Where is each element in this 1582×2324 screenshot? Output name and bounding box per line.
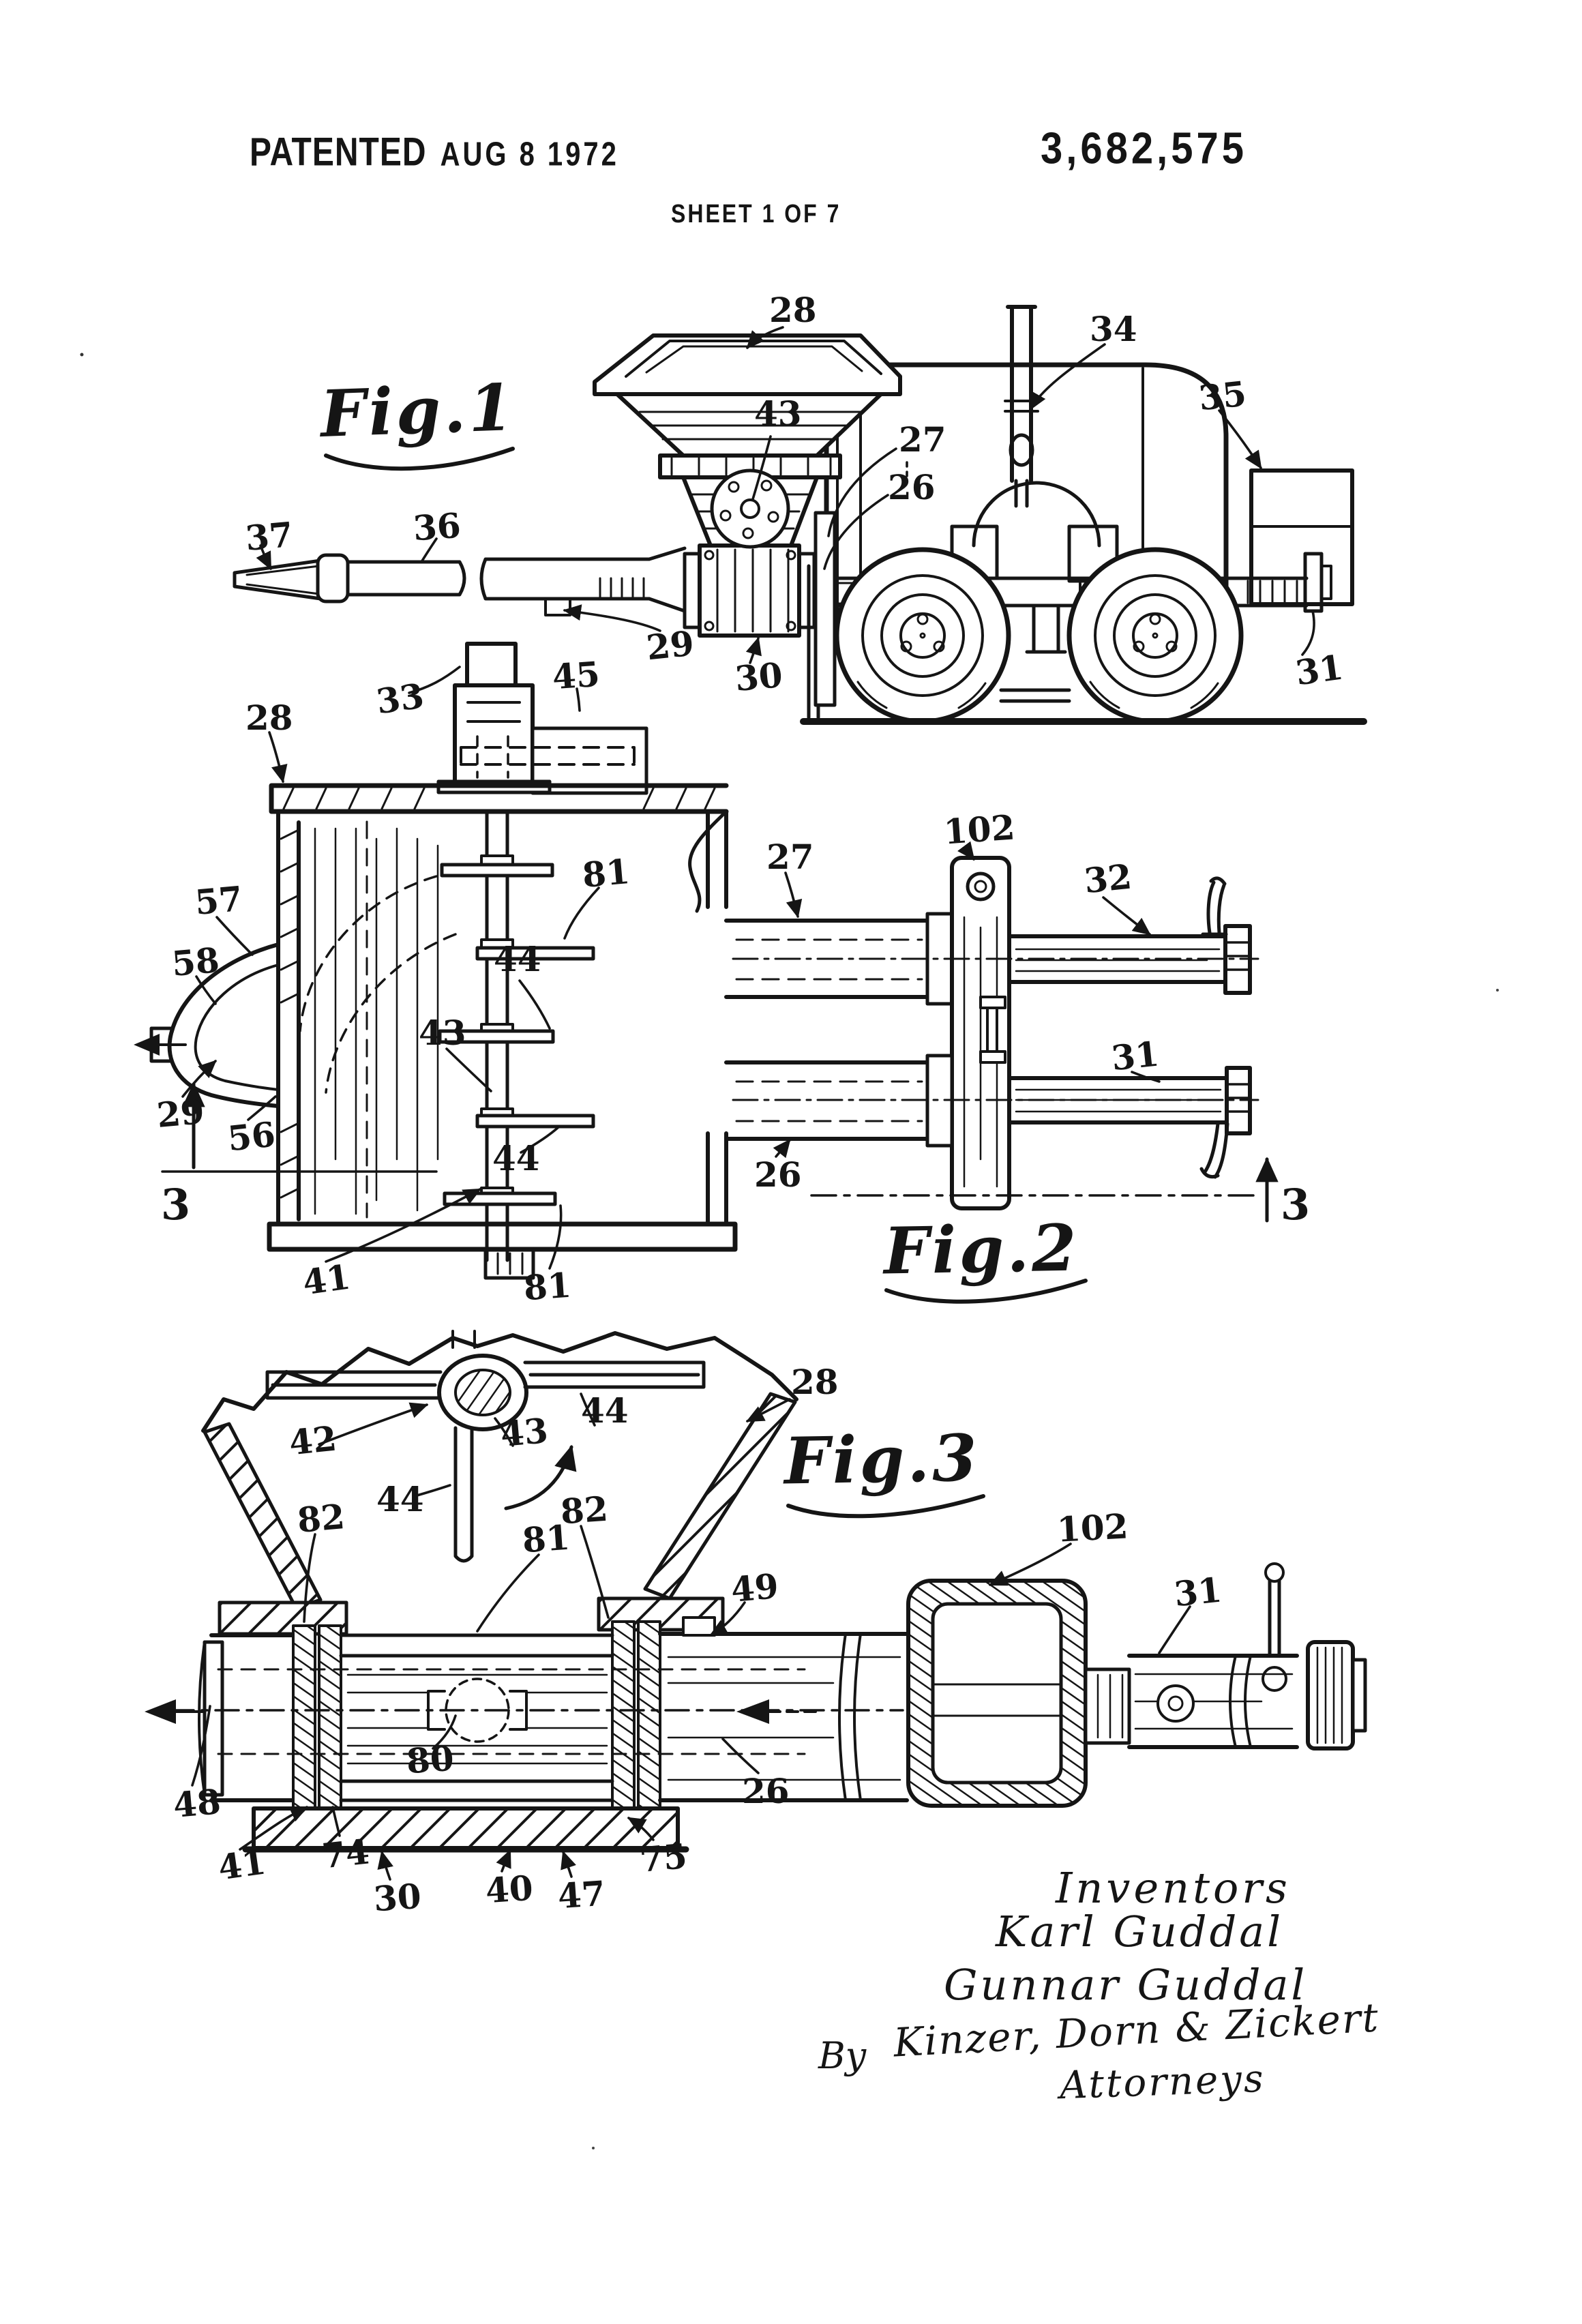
ref-label-fig3-47: 47 (556, 1873, 607, 1917)
ref-label-fig1-30: 30 (733, 655, 784, 699)
ref-label-fig2-44: 44 (494, 939, 541, 979)
ref-label-fig2-3: 3 (161, 1180, 191, 1230)
ref-label-fig3-80: 80 (404, 1738, 456, 1782)
ref-label-fig2-81: 81 (580, 851, 631, 895)
ref-label-fig2-29: 29 (155, 1091, 206, 1135)
patent-number: 3,682,575 (1041, 123, 1248, 173)
ref-label-fig2-57: 57 (193, 878, 244, 923)
ref-label-fig2-56: 56 (226, 1114, 278, 1159)
ref-label-fig3-42: 42 (287, 1418, 339, 1463)
ref-label-fig2-31: 31 (1109, 1033, 1161, 1079)
ref-label-fig2-3: 3 (1281, 1180, 1311, 1230)
by-label: By (818, 2034, 867, 2077)
ref-label-fig3-40: 40 (483, 1867, 535, 1911)
ref-label-fig3-81: 81 (520, 1517, 571, 1561)
fig2-caption: Fig.2 (883, 1210, 1080, 1290)
ref-label-fig3-26: 26 (742, 1771, 790, 1811)
ref-label-fig2-32: 32 (1082, 856, 1134, 902)
ref-label-fig3-30: 30 (372, 1875, 423, 1920)
ref-label-fig2-26: 26 (754, 1154, 802, 1195)
inventor-name-1: Karl Guddal (996, 1907, 1284, 1956)
ref-label-fig1-26: 26 (888, 467, 936, 507)
attorneys-label: Attorneys (1058, 2056, 1266, 2109)
ref-label-fig3-74: 74 (320, 1831, 372, 1877)
ref-label-fig3-75: 75 (638, 1836, 689, 1880)
ref-label-fig2-81: 81 (522, 1264, 573, 1309)
patent-date: AUG 8 1972 (440, 136, 619, 173)
ref-label-fig1-29: 29 (644, 623, 696, 668)
ref-label-fig2-28: 28 (245, 698, 293, 738)
ref-label-fig2-43: 43 (419, 1013, 466, 1053)
ref-label-fig2-44: 44 (492, 1138, 540, 1178)
ref-label-fig3-49: 49 (729, 1566, 780, 1610)
ref-label-fig1-43: 43 (754, 393, 802, 434)
fig3-drawing (80, 353, 1499, 2149)
inventor-name-2: Gunnar Guddal (944, 1960, 1308, 2010)
ref-label-fig3-31: 31 (1172, 1569, 1224, 1615)
ref-label-fig1-27: 27 (899, 419, 946, 460)
ref-label-fig3-44: 44 (581, 1390, 629, 1431)
ref-label-fig3-48: 48 (171, 1781, 222, 1826)
ref-label-fig2-58: 58 (170, 940, 221, 984)
ref-label-fig1-28: 28 (769, 290, 817, 330)
ref-label-fig2-41: 41 (300, 1256, 353, 1303)
inventors-heading: Inventors (1056, 1863, 1291, 1913)
ref-label-fig3-43: 43 (498, 1410, 550, 1455)
ref-label-fig2-102: 102 (942, 807, 1017, 852)
ref-label-fig1-31: 31 (1293, 646, 1346, 694)
ref-label-fig3-82: 82 (295, 1496, 346, 1540)
fig3-caption: Fig.3 (783, 1420, 981, 1500)
sheet-indicator: SHEET 1 OF 7 (671, 199, 841, 228)
ref-label-fig3-102: 102 (1056, 1506, 1129, 1550)
fig1-caption: Fig.1 (319, 370, 518, 452)
fig1-drawing (233, 305, 1367, 725)
ref-label-fig2-27: 27 (766, 837, 814, 877)
fig2-drawing (134, 642, 1279, 1304)
ref-label-fig2-33: 33 (374, 675, 427, 722)
ref-label-fig1-35: 35 (1197, 373, 1249, 419)
ref-label-fig2-45: 45 (550, 653, 601, 698)
ref-label-fig1-34: 34 (1090, 309, 1137, 349)
ref-label-fig1-36: 36 (411, 505, 462, 549)
patented-stamp: PATENTED AUG 8 1972 (250, 130, 619, 175)
ref-label-fig3-28: 28 (791, 1362, 839, 1402)
patented-label: PATENTED (250, 130, 427, 175)
ref-label-fig3-41: 41 (215, 1841, 269, 1888)
ref-label-fig3-44: 44 (376, 1479, 424, 1519)
ref-label-fig1-37: 37 (243, 514, 295, 558)
